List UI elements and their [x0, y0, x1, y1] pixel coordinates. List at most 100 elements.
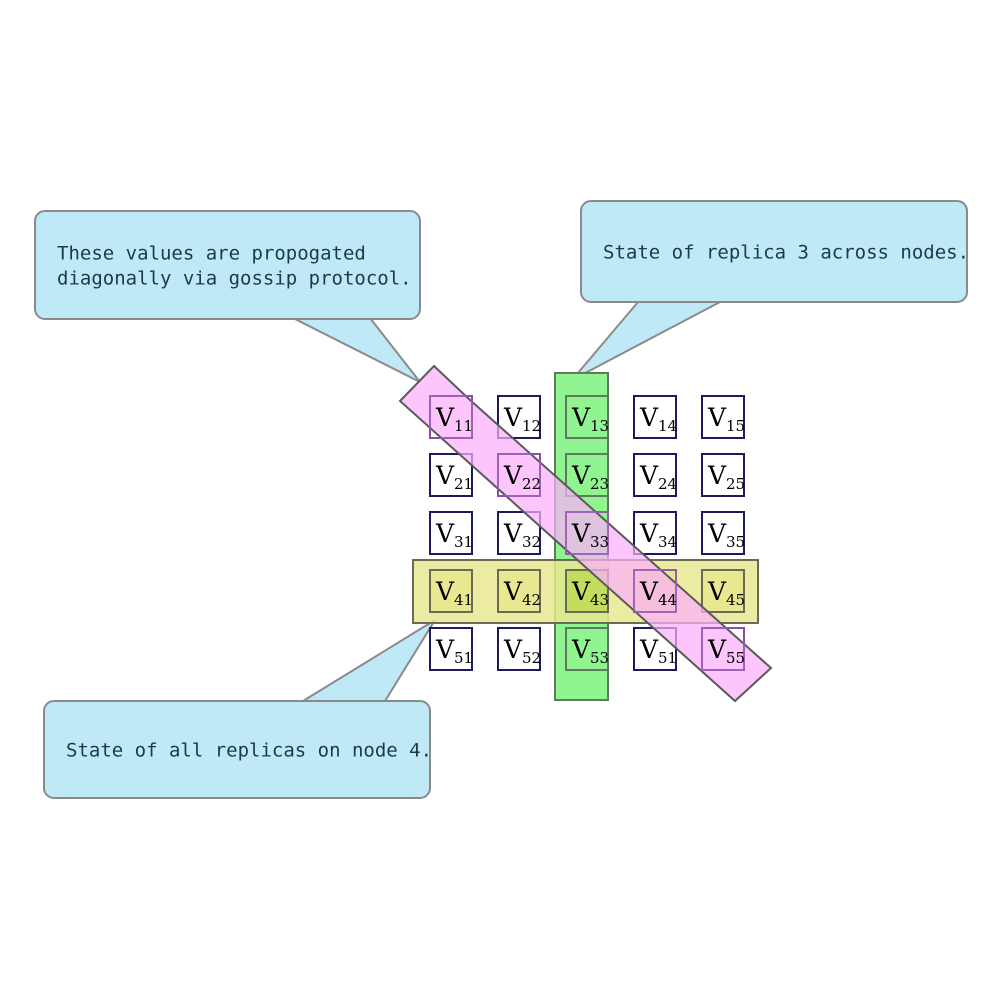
cell-subscript: 31	[454, 533, 473, 551]
cell-label: V	[707, 635, 727, 664]
cell-subscript: 34	[658, 533, 677, 551]
cell-box	[429, 569, 473, 613]
cell-label: V	[503, 519, 523, 548]
cell-label: V	[435, 577, 455, 606]
cell-subscript: 25	[726, 475, 745, 493]
cell-box	[497, 569, 541, 613]
cell-subscript: 14	[658, 417, 677, 435]
cell-subscript: 55	[726, 649, 745, 667]
callout-box-node4	[43, 700, 431, 799]
cell-label: V	[639, 519, 659, 548]
cell-label: V	[503, 403, 523, 432]
cell-label: V	[707, 519, 727, 548]
cell-box	[701, 395, 745, 439]
cell-box-outline	[701, 627, 745, 671]
cell-label: V	[503, 461, 523, 490]
cell-box	[701, 453, 745, 497]
cell-box	[429, 511, 473, 555]
cell-subscript: 42	[522, 591, 541, 609]
cell-label: V	[639, 577, 659, 606]
callout-text-node4: State of all replicas on node 4.	[66, 740, 432, 762]
callout-box-gossip	[34, 210, 421, 320]
cell-subscript: 51	[658, 649, 677, 667]
cell-label: V	[503, 635, 523, 664]
callout-text-replica3: State of replica 3 across nodes.	[603, 242, 969, 264]
cell-label: V	[707, 577, 727, 606]
gossip-diagonal-band	[398, 364, 773, 703]
cell-box	[565, 627, 609, 671]
cell-label: V	[571, 519, 591, 548]
cell-box	[429, 453, 473, 497]
cell-subscript: 33	[590, 533, 609, 551]
cell-subscript: 13	[590, 417, 609, 435]
cell-box	[633, 395, 677, 439]
cell-subscript: 45	[726, 591, 745, 609]
cell-subscript: 24	[658, 475, 677, 493]
cell-label: V	[639, 403, 659, 432]
cell-label: V	[707, 403, 727, 432]
cell-subscript: 43	[590, 591, 609, 609]
cell-subscript: 22	[522, 475, 541, 493]
cell-box-outline	[633, 569, 677, 613]
cell-box	[497, 627, 541, 671]
cell-label: V	[435, 461, 455, 490]
cell-subscript: 53	[590, 649, 609, 667]
cell-box-outline	[497, 453, 541, 497]
cell-subscript: 11	[454, 417, 473, 435]
callout-text-gossip: diagonally via gossip protocol.	[57, 268, 412, 290]
cell-box	[565, 395, 609, 439]
callout-box-replica3	[580, 200, 968, 303]
cell-subscript: 15	[726, 417, 745, 435]
cell-label: V	[571, 461, 591, 490]
cell-subscript: 41	[454, 591, 473, 609]
cell-label: V	[435, 403, 455, 432]
cell-box	[565, 453, 609, 497]
cell-label: V	[707, 461, 727, 490]
cell-subscript: 51	[454, 649, 473, 667]
cell-box	[633, 511, 677, 555]
cell-label: V	[571, 635, 591, 664]
cell-label: V	[571, 577, 591, 606]
callout-text-gossip: These values are propogated	[57, 243, 366, 265]
callout-labels-group: These values are propogated diagonally vi…	[57, 242, 969, 762]
gossip-diagonal-rect	[398, 364, 773, 703]
cell-subscript: 52	[522, 649, 541, 667]
cell-subscript: 12	[522, 417, 541, 435]
cell-box	[701, 511, 745, 555]
cell-subscript: 44	[658, 591, 677, 609]
cell-label: V	[571, 403, 591, 432]
cell-box	[701, 569, 745, 613]
cell-box-outline	[565, 511, 609, 555]
cell-label: V	[639, 635, 659, 664]
cell-label: V	[503, 577, 523, 606]
cell-subscript: 35	[726, 533, 745, 551]
cell-label: V	[435, 635, 455, 664]
cell-label: V	[639, 461, 659, 490]
cell-subscript: 23	[590, 475, 609, 493]
cell-box	[633, 453, 677, 497]
cell-subscript: 21	[454, 475, 473, 493]
